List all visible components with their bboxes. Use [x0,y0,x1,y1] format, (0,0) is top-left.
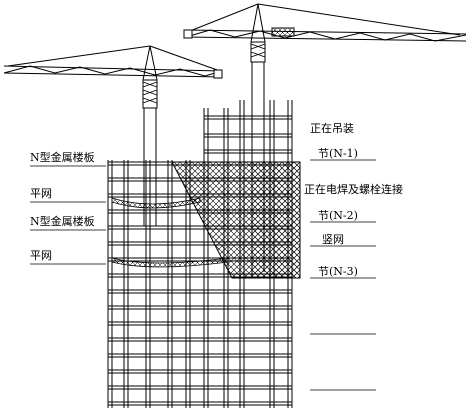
label-vertical-net: 竖网 [322,233,344,246]
label-deck-lower: N型金属楼板 [30,214,95,228]
label-net-lower: 平网 [30,249,52,262]
label-section-n3: 节(N-3) [318,265,358,278]
label-hoisting: 正在吊装 [310,122,354,135]
label-deck-upper: N型金属楼板 [30,150,95,164]
leader-lines [30,159,376,391]
label-section-n1: 节(N-1) [318,147,358,160]
vertical-net-right [251,161,301,279]
tower-crane-left [3,45,223,226]
tower-crane-right [183,3,467,272]
label-welding: 正在电焊及螺栓连接 [304,182,403,196]
label-section-n2: 节(N-2) [318,209,358,222]
label-net-upper: 平网 [30,187,52,200]
